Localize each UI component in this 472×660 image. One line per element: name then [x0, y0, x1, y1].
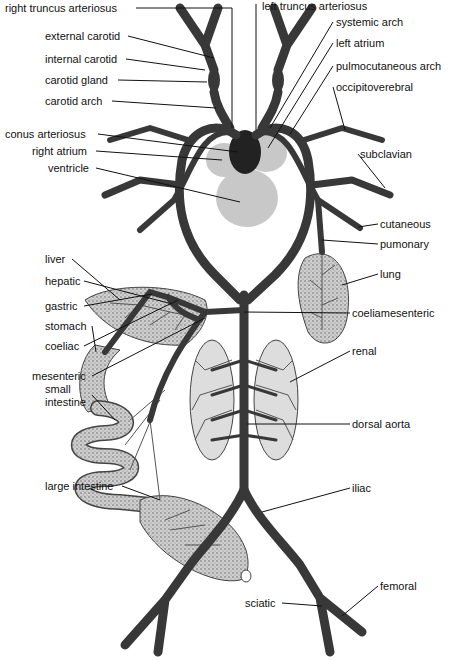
- dorsal-aorta: [240, 295, 249, 495]
- leader-line: [342, 586, 378, 616]
- leader-line: [244, 312, 350, 313]
- part-label: right atrium: [32, 145, 87, 158]
- leader-line: [92, 395, 115, 420]
- kidney-right: [254, 340, 298, 460]
- part-label: sciatic: [245, 597, 276, 610]
- leader-line: [122, 486, 160, 500]
- part-label: lung: [380, 268, 401, 281]
- leader-line: [126, 59, 205, 70]
- leader-line: [333, 87, 345, 130]
- carotid-gland-right: [272, 68, 284, 92]
- part-label: coeliac: [45, 340, 79, 353]
- iliac-left: [125, 490, 244, 652]
- part-label: occipitoverebral: [336, 81, 413, 94]
- part-label: iliac: [352, 482, 371, 495]
- carotid-right: [262, 8, 312, 128]
- part-label: pumonary: [380, 238, 429, 251]
- lung-shape: [298, 254, 348, 343]
- leader-line: [136, 8, 232, 128]
- leader-line: [96, 168, 240, 202]
- part-label: coeliamesenteric: [352, 307, 435, 320]
- part-label: systemic arch: [336, 16, 403, 29]
- part-label: internal carotid: [45, 53, 117, 66]
- part-label: pulmocutaneous arch: [336, 60, 441, 73]
- part-label: carotid gland: [45, 74, 108, 87]
- leader-line: [98, 134, 238, 152]
- subclavian-arteries: [105, 180, 390, 195]
- part-label: cutaneous: [380, 218, 431, 231]
- part-label: renal: [352, 345, 376, 358]
- part-label: left truncus arteriosus: [262, 0, 367, 13]
- part-label: small intestine: [45, 383, 93, 409]
- part-label: femoral: [380, 580, 417, 593]
- systemic-arch-left: [179, 128, 240, 300]
- leader-line: [256, 4, 257, 130]
- carotid-gland-left: [208, 68, 220, 92]
- leader-line: [262, 488, 350, 512]
- leader-line: [358, 224, 378, 227]
- iliac-right: [244, 490, 362, 652]
- part-label: dorsal aorta: [352, 418, 410, 431]
- leader-line: [112, 101, 216, 108]
- part-label: hepatic: [45, 275, 80, 288]
- ventricle-shape: [216, 169, 278, 227]
- part-label: large intestine: [45, 480, 114, 493]
- vessels: [105, 8, 390, 652]
- coeliamesenteric-artery: [105, 292, 244, 420]
- part-label: conus arteriosus: [5, 128, 86, 141]
- part-label: ventricle: [48, 162, 89, 175]
- part-label: right truncus arteriosus: [5, 2, 117, 15]
- leader-line: [268, 43, 333, 148]
- cloaca-end: [241, 570, 251, 582]
- systemic-arch-right: [248, 128, 311, 300]
- leader-line: [247, 424, 350, 425]
- leader-line: [290, 351, 350, 382]
- kidney-left: [190, 340, 234, 460]
- occipitovertebral-arteries: [110, 128, 382, 140]
- leader-line: [92, 318, 205, 376]
- leader-line: [96, 151, 222, 160]
- lung-branches: [310, 255, 338, 330]
- part-label: gastric: [45, 300, 77, 313]
- leader-line: [282, 603, 322, 606]
- heart: [206, 130, 287, 227]
- intestine-branches: [125, 390, 220, 545]
- renal-arteries: [212, 360, 276, 440]
- part-label: mesenteric: [32, 370, 86, 383]
- leader-line: [342, 274, 378, 285]
- leader-line: [128, 36, 214, 58]
- leader-line: [92, 326, 96, 352]
- leader-line: [270, 22, 333, 128]
- part-label: subclavian: [360, 148, 412, 161]
- part-label: external carotid: [45, 30, 120, 43]
- leader-line: [118, 80, 207, 82]
- pulmocutaneous-arches: [140, 132, 360, 252]
- part-label: stomach: [45, 320, 87, 333]
- part-label: carotid arch: [45, 95, 102, 108]
- part-label: liver: [45, 253, 65, 266]
- part-label: left atrium: [336, 37, 384, 50]
- leader-line: [84, 294, 152, 306]
- leader-line: [322, 240, 378, 244]
- leader-line: [290, 66, 333, 134]
- leader-line: [84, 281, 172, 304]
